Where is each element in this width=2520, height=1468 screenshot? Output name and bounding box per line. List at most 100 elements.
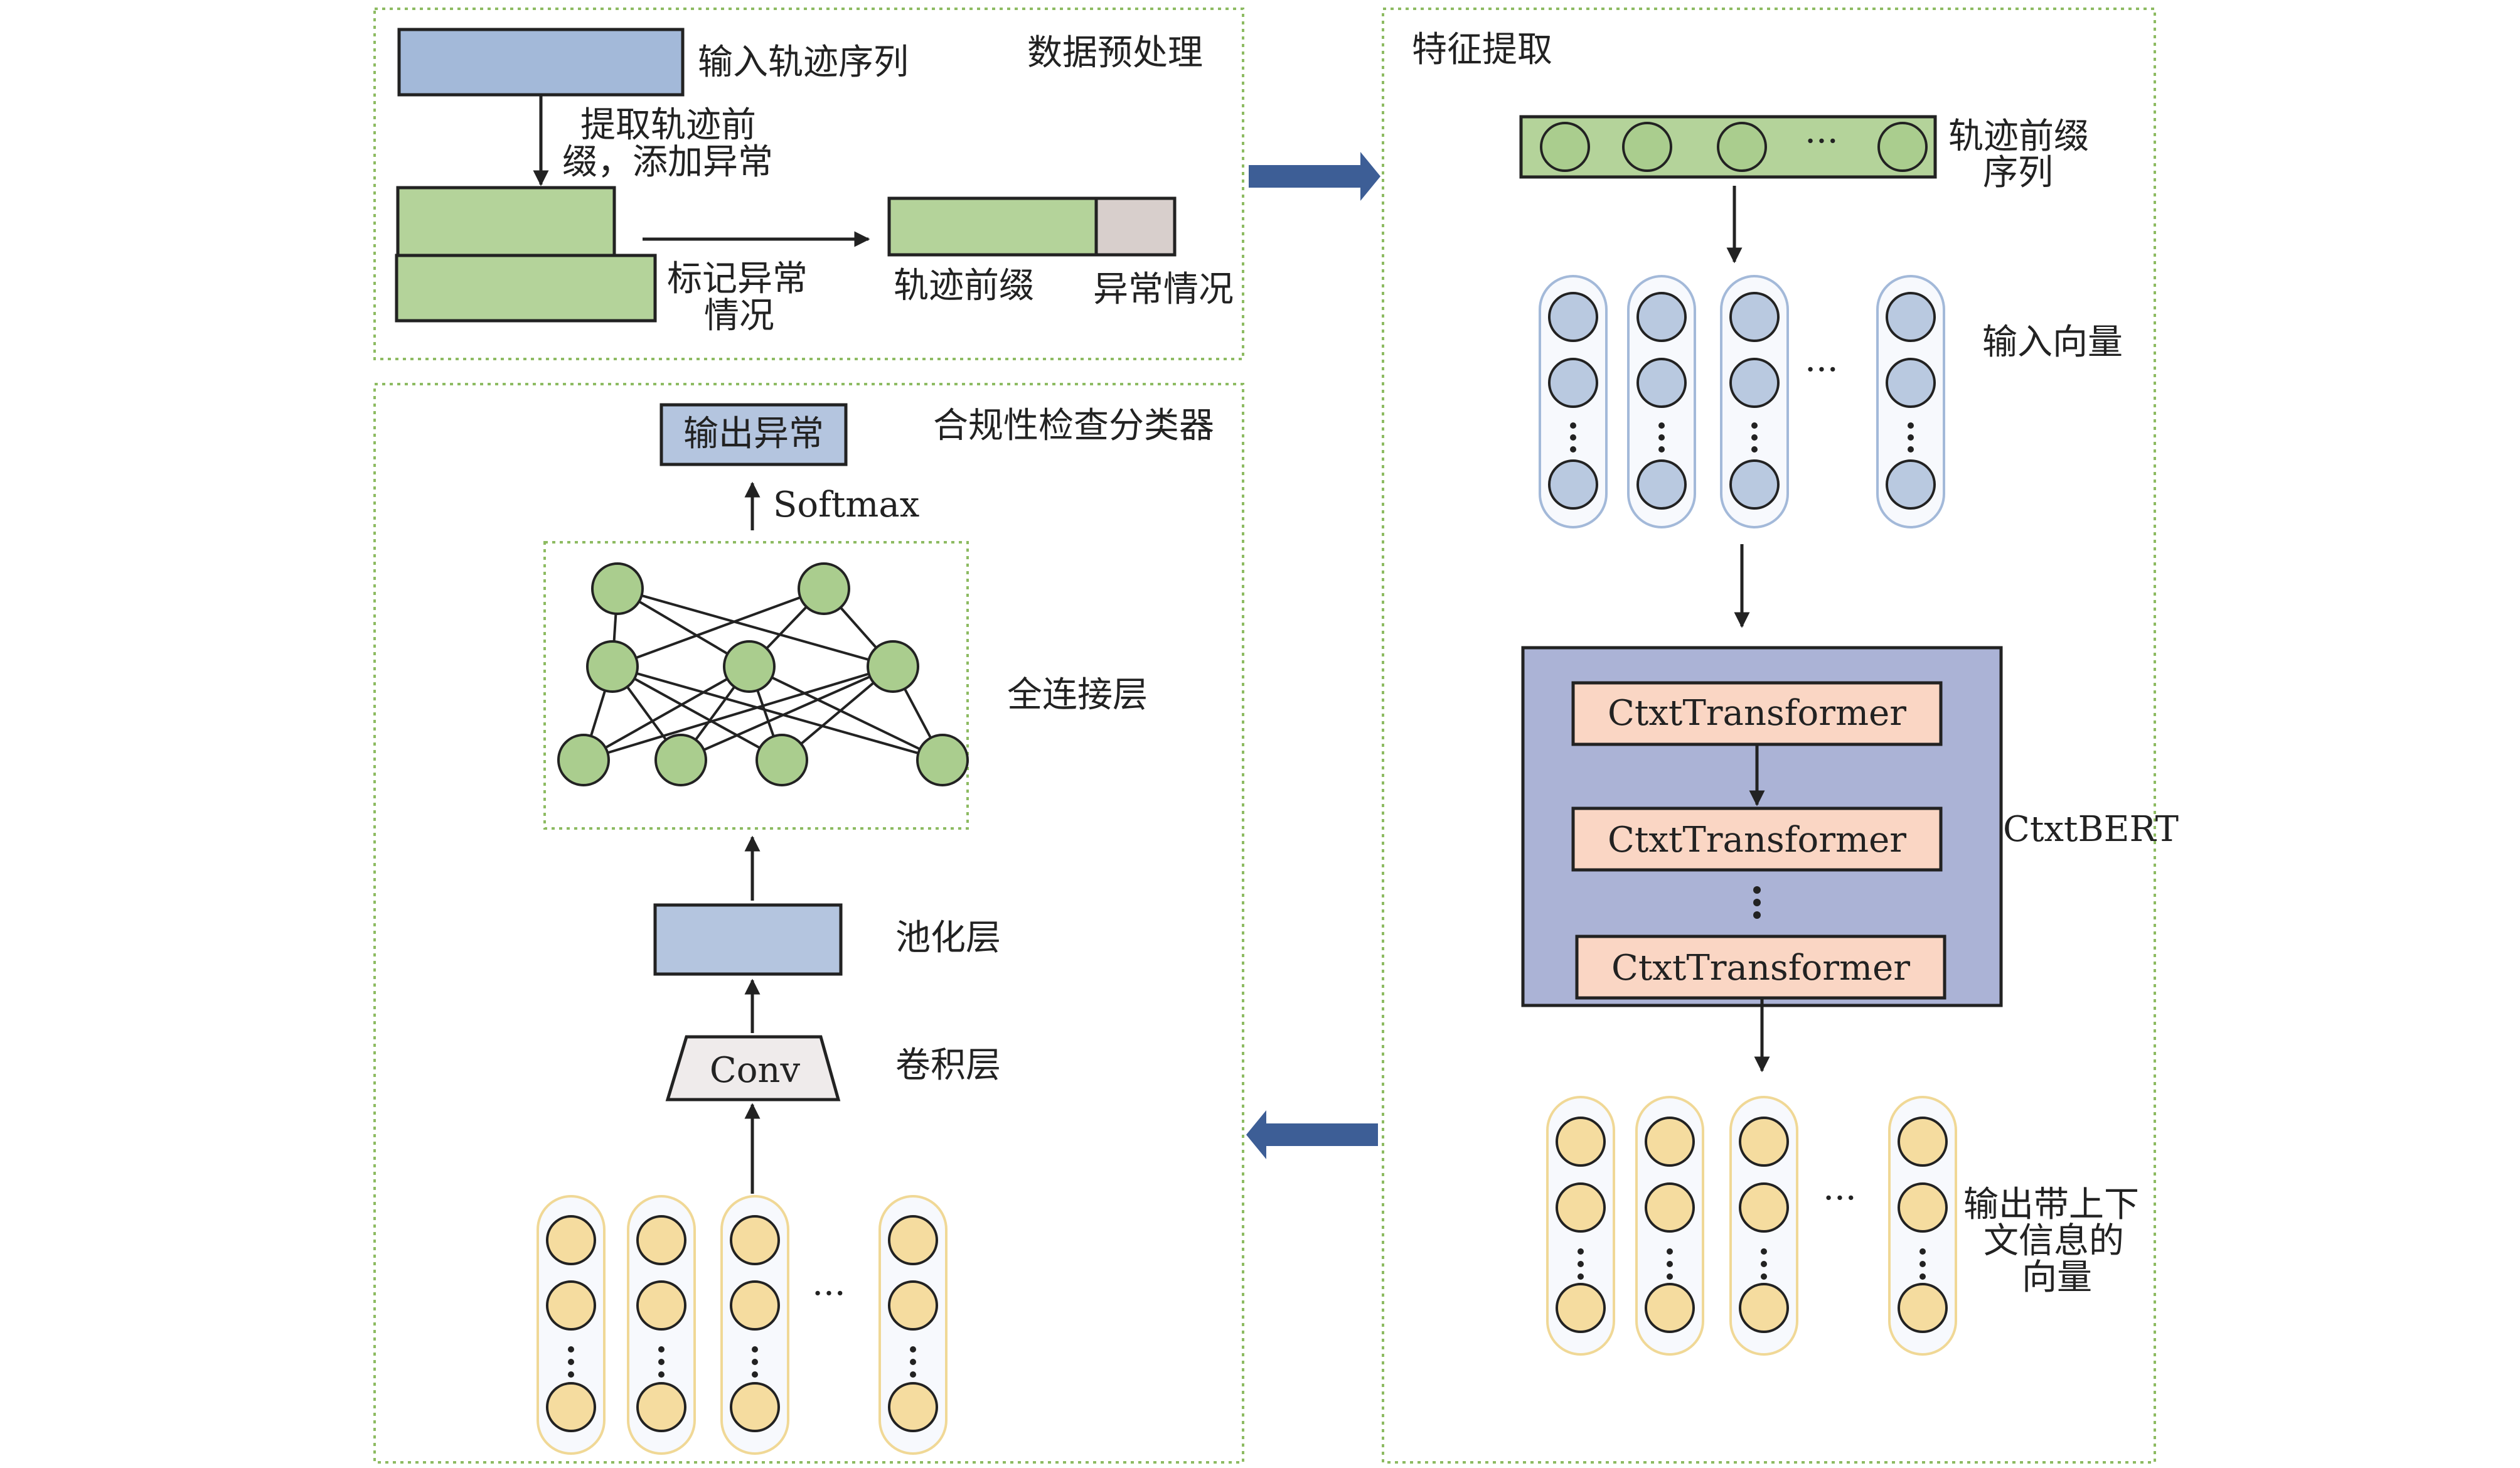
prefix-box-back <box>396 186 616 257</box>
fc-node <box>916 734 969 786</box>
vector-column <box>1627 275 1696 528</box>
extract-label-line2: 缀，添加异常 <box>562 142 773 183</box>
vector-dot <box>1570 434 1576 441</box>
vector-column <box>1729 1096 1798 1356</box>
vector-node <box>1739 1283 1789 1333</box>
vector-column <box>1635 1096 1704 1356</box>
prefix-sequence-label-line1: 轨迹前缀 <box>1948 116 2089 157</box>
vector-node <box>1548 292 1598 342</box>
fc-node <box>591 562 644 615</box>
vector-dot <box>1658 422 1665 429</box>
pool-layer-label: 池化层 <box>895 918 1001 958</box>
fc-layer-label: 全连接层 <box>1007 675 1148 715</box>
vector-node <box>1886 459 1936 510</box>
vector-node <box>1898 1117 1948 1167</box>
classifier-input-vectors <box>537 1195 948 1455</box>
vector-dot <box>1908 446 1914 453</box>
vector-dot <box>1919 1261 1926 1267</box>
vector-dot <box>752 1371 758 1378</box>
vector-dot <box>1761 1248 1767 1255</box>
vector-dot <box>1751 446 1758 453</box>
classifier-title: 合规性检查分类器 <box>933 405 1214 446</box>
ctxtbert-label: CtxtBERT <box>2003 809 2179 850</box>
fc-node <box>798 562 850 615</box>
softmax-label: Softmax <box>773 485 919 525</box>
vector-node <box>730 1280 780 1331</box>
arrow-to-feature-extraction <box>1249 152 1380 201</box>
vector-dot <box>1761 1261 1767 1267</box>
vector-node <box>1898 1283 1948 1333</box>
vector-dot <box>1908 422 1914 429</box>
vector-node <box>1739 1117 1789 1167</box>
preprocessing-title: 数据预处理 <box>1027 33 1203 73</box>
fc-edge <box>612 665 943 761</box>
transformer-layer-1-label: CtxtTransformer <box>1608 693 1906 734</box>
prefix-result-label: 轨迹前缀 <box>894 265 1034 306</box>
arrow-to-classifier <box>1246 1110 1378 1159</box>
input-vectors-ellipsis: ··· <box>1805 350 1838 390</box>
vector-node <box>1636 459 1687 510</box>
vector-node <box>546 1280 596 1331</box>
vector-column <box>1876 275 1945 528</box>
vector-node <box>1636 292 1687 342</box>
fc-edge <box>612 587 825 668</box>
preprocessing-panel <box>373 8 1244 360</box>
vector-node <box>1548 459 1598 510</box>
vector-dot <box>1761 1273 1767 1280</box>
vector-dot <box>568 1359 574 1365</box>
sequence-node <box>1622 122 1672 172</box>
vector-node <box>1729 459 1780 510</box>
sequence-node <box>1540 122 1590 172</box>
vector-dot <box>1578 1261 1584 1267</box>
vector-column <box>627 1195 696 1455</box>
vector-node <box>888 1280 938 1331</box>
vector-dot <box>1908 434 1914 441</box>
vector-dot <box>568 1371 574 1378</box>
output-label-line3: 向量 <box>2022 1257 2092 1298</box>
vector-dot <box>658 1359 665 1365</box>
output-vectors-ellipsis: ··· <box>1823 1178 1856 1219</box>
vector-node <box>1556 1117 1606 1167</box>
vector-node <box>1886 358 1936 408</box>
vector-node <box>546 1382 596 1432</box>
output-vectors <box>1546 1096 1957 1356</box>
vector-node <box>1645 1182 1695 1233</box>
prefix-box-front <box>395 254 657 323</box>
vector-dot <box>910 1346 916 1353</box>
vector-dot <box>1658 434 1665 441</box>
vector-dot <box>910 1371 916 1378</box>
pool-layer-box <box>653 903 843 976</box>
vector-node <box>730 1382 780 1432</box>
vector-dot <box>1919 1248 1926 1255</box>
input-sequence-label: 输入轨迹序列 <box>698 42 909 83</box>
vector-node <box>888 1215 938 1265</box>
conv-layer-label: 卷积层 <box>895 1045 1001 1086</box>
fc-edge <box>583 665 750 761</box>
vector-dot <box>910 1359 916 1365</box>
sequence-node <box>1877 122 1928 172</box>
prefix-sequence-nodes <box>1540 122 1928 172</box>
input-vectors <box>1539 275 1945 528</box>
vector-dot <box>1751 422 1758 429</box>
vector-dot <box>658 1346 665 1353</box>
fc-edge <box>617 587 894 668</box>
vector-column <box>1546 1096 1615 1356</box>
prefix-sequence-label-line2: 序列 <box>1983 153 2053 193</box>
vector-dot <box>658 1371 665 1378</box>
vector-node <box>546 1215 596 1265</box>
fc-node <box>586 640 639 693</box>
vector-node <box>1729 358 1780 408</box>
transformer-layer-3 <box>1575 935 1946 1000</box>
transformer-layer-3-label: CtxtTransformer <box>1611 948 1910 988</box>
vector-dot <box>1667 1273 1673 1280</box>
output-label-line2: 文信息的 <box>1983 1221 2124 1262</box>
vector-dot <box>752 1359 758 1365</box>
fc-edge <box>749 665 943 761</box>
vector-node <box>1636 358 1687 408</box>
vector-dot <box>1570 446 1576 453</box>
transformer-layer-2-label: CtxtTransformer <box>1608 820 1906 860</box>
vector-node <box>1729 292 1780 342</box>
vector-dot <box>1578 1273 1584 1280</box>
fc-edge <box>612 665 782 761</box>
feature-extraction-panel <box>1382 8 2156 1464</box>
